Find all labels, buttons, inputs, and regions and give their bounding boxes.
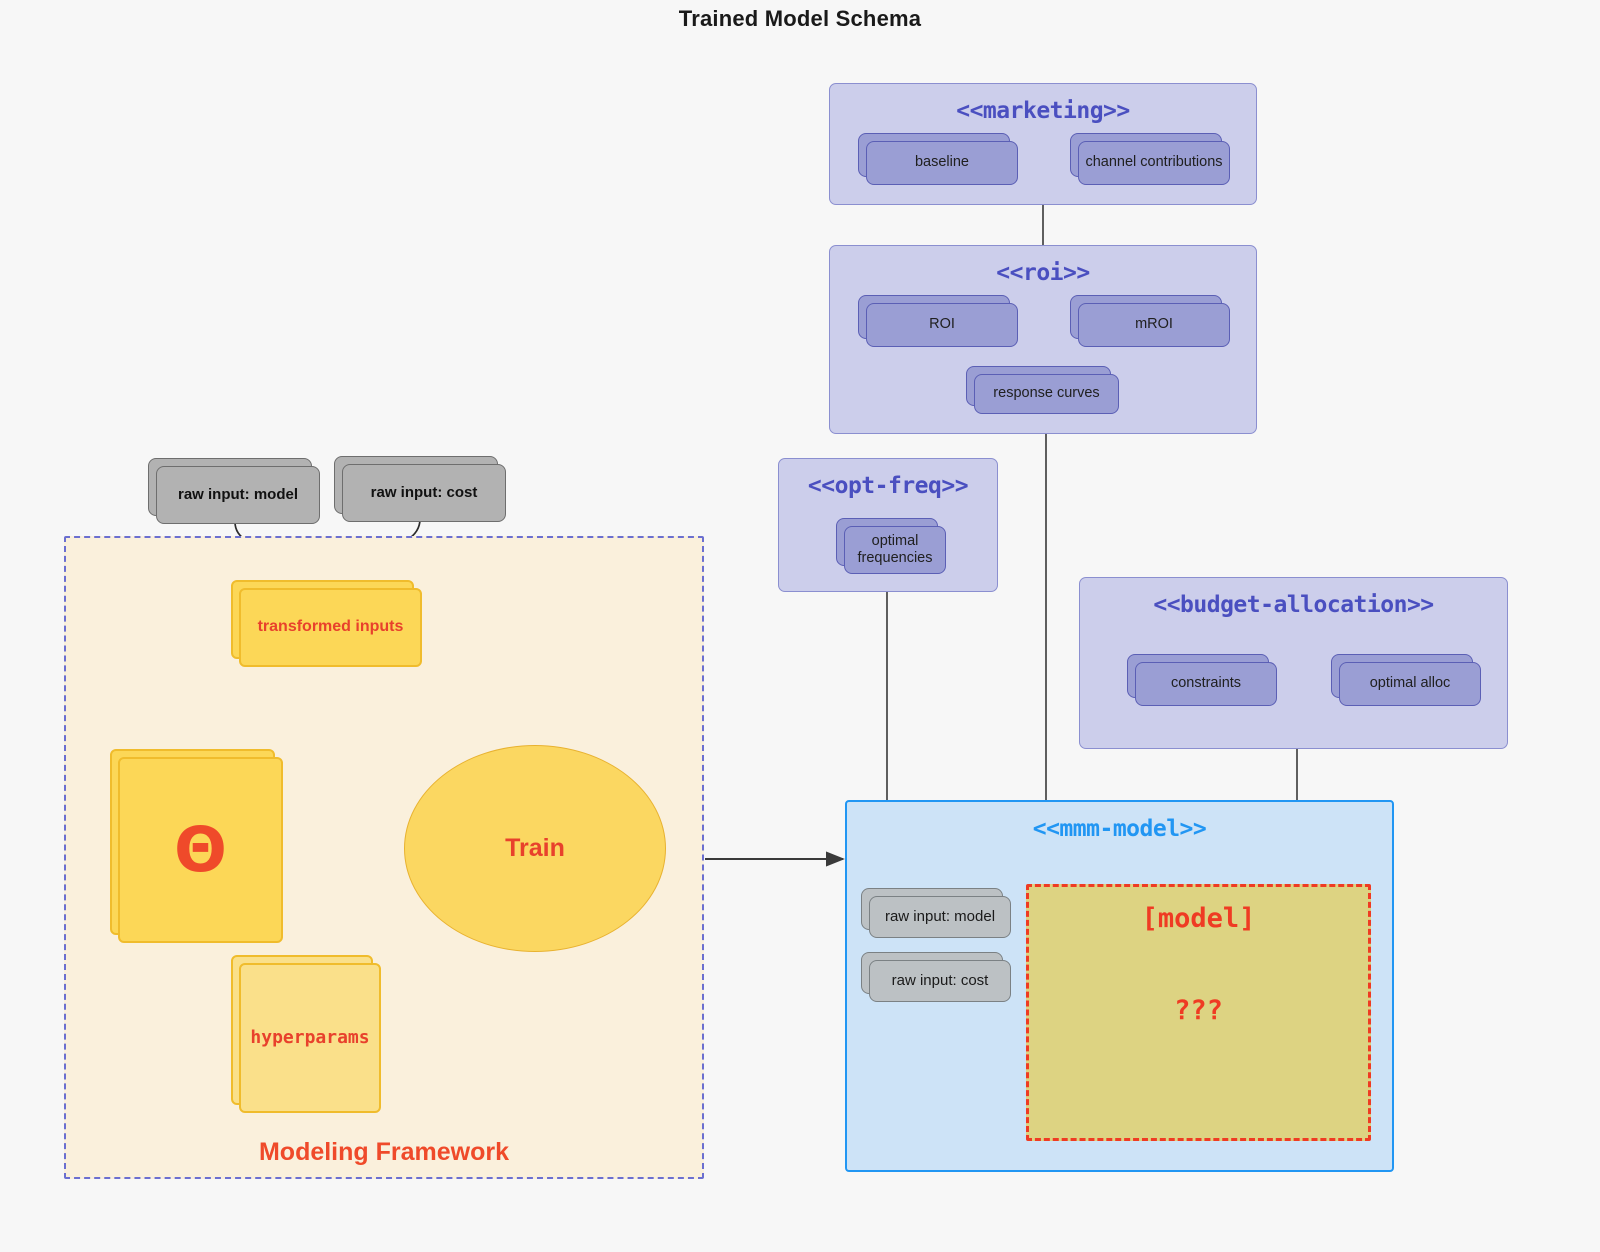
raw-input-cost-label: raw input: cost	[342, 464, 506, 522]
theta-card[interactable]: Θ	[110, 749, 283, 943]
node-mroi[interactable]: mROI	[1070, 295, 1230, 347]
node-roi-label: ROI	[866, 303, 1018, 347]
raw-input-model-card[interactable]: raw input: model	[148, 458, 320, 524]
node-baseline-label: baseline	[866, 141, 1018, 185]
page-title: Trained Model Schema	[678, 6, 922, 31]
model-placeholder-box[interactable]: [model] ???	[1026, 884, 1371, 1141]
node-baseline[interactable]: baseline	[858, 133, 1018, 185]
transformed-inputs-card[interactable]: transformed inputs	[231, 580, 422, 667]
node-mmm-raw-input-cost[interactable]: raw input: cost	[861, 952, 1011, 1002]
train-label: Train	[505, 834, 565, 862]
node-channel-contributions-label: channel contributions	[1078, 141, 1230, 185]
package-roi-title: <<roi>>	[996, 260, 1090, 286]
package-opt-freq-title: <<opt-freq>>	[807, 473, 969, 499]
node-constraints[interactable]: constraints	[1127, 654, 1277, 706]
model-placeholder-label: [model]	[1141, 903, 1256, 934]
node-constraints-label: constraints	[1135, 662, 1277, 706]
package-marketing-title: <<marketing>>	[956, 98, 1130, 124]
node-response-curves[interactable]: response curves	[966, 366, 1119, 414]
node-mroi-label: mROI	[1078, 303, 1230, 347]
node-roi[interactable]: ROI	[858, 295, 1018, 347]
node-optimal-alloc[interactable]: optimal alloc	[1331, 654, 1481, 706]
node-optimal-alloc-label: optimal alloc	[1339, 662, 1481, 706]
raw-input-model-label: raw input: model	[156, 466, 320, 524]
node-mmm-raw-input-model-label: raw input: model	[869, 896, 1011, 938]
node-optimal-frequencies-label: optimal frequencies	[844, 526, 946, 574]
package-mmm-model-title: <<mmm-model>>	[1032, 816, 1207, 842]
node-mmm-raw-input-cost-label: raw input: cost	[869, 960, 1011, 1002]
node-response-curves-label: response curves	[974, 374, 1119, 414]
modeling-framework-label: Modeling Framework	[258, 1138, 510, 1166]
train-ellipse[interactable]: Train	[404, 745, 666, 952]
theta-card-body: Θ	[118, 757, 283, 943]
node-mmm-raw-input-model[interactable]: raw input: model	[861, 888, 1011, 938]
model-unknown-label: ???	[1174, 995, 1223, 1026]
hyperparams-label: hyperparams	[239, 963, 381, 1113]
package-budget-allocation-title: <<budget-allocation>>	[1153, 592, 1434, 618]
hyperparams-card[interactable]: hyperparams	[231, 955, 381, 1113]
node-channel-contributions[interactable]: channel contributions	[1070, 133, 1230, 185]
transformed-inputs-label: transformed inputs	[239, 588, 422, 667]
raw-input-cost-card[interactable]: raw input: cost	[334, 456, 506, 522]
node-optimal-frequencies[interactable]: optimal frequencies	[836, 518, 946, 574]
theta-symbol: Θ	[174, 813, 227, 886]
